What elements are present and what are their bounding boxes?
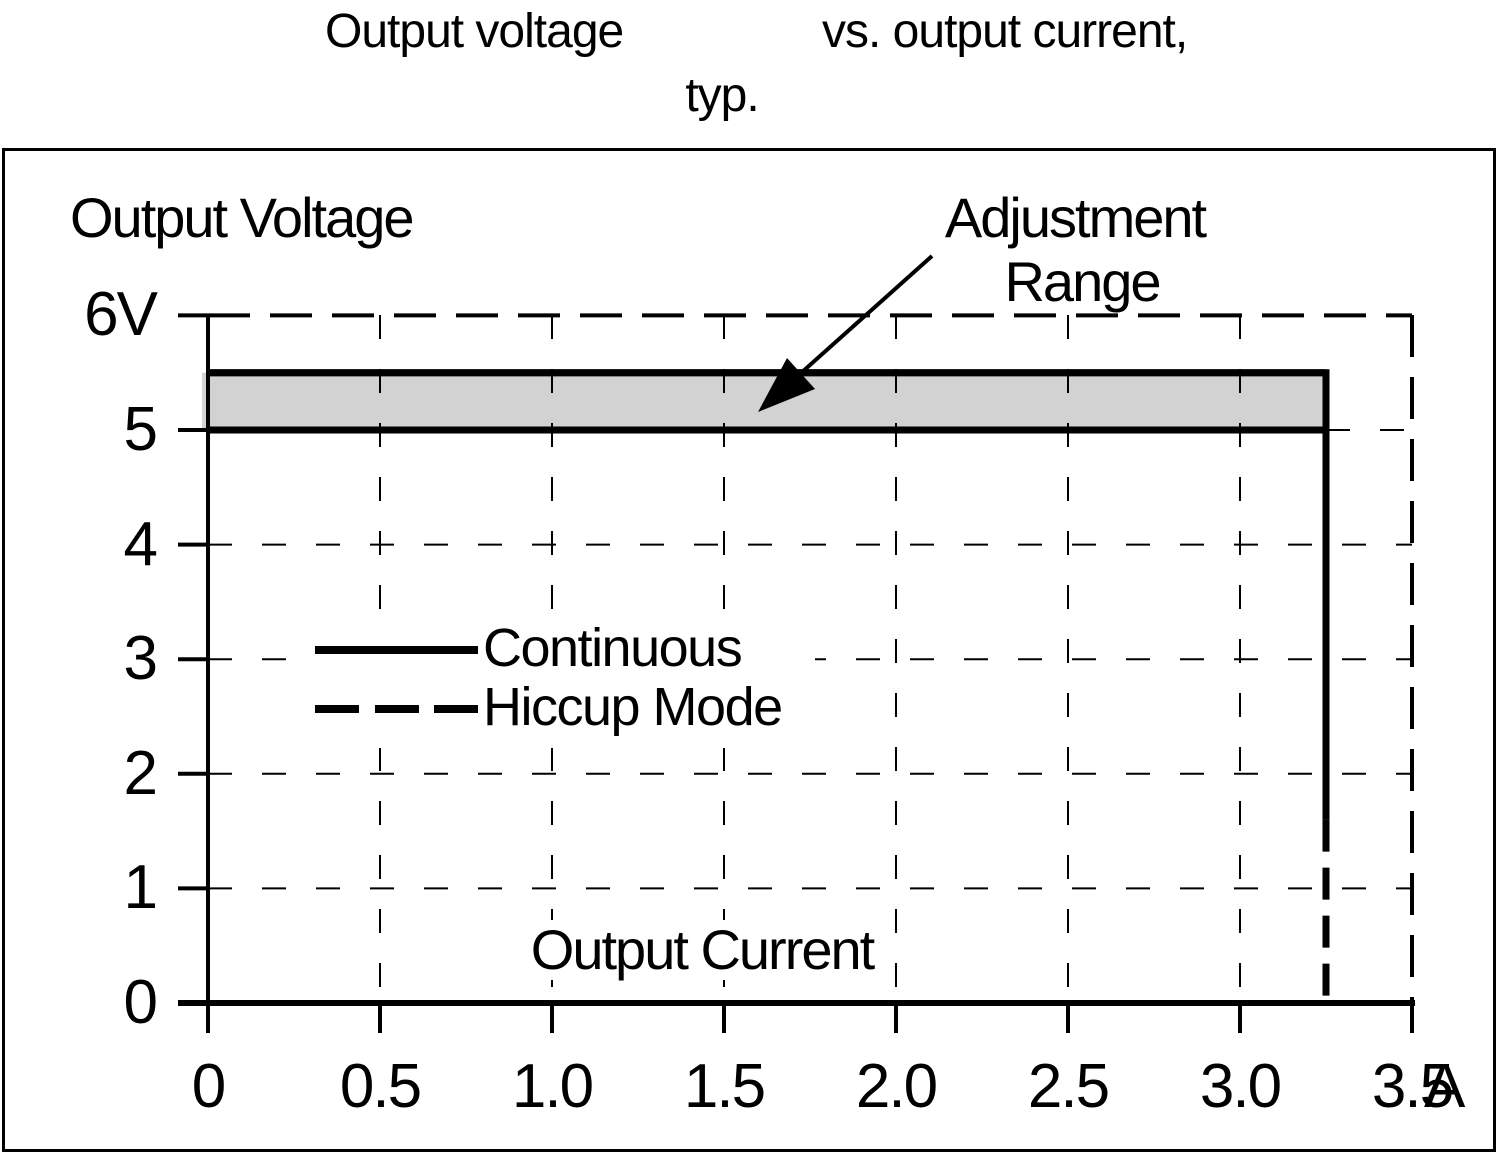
x-tick-label: 2.0 (855, 1052, 938, 1121)
figure-title-line2: typ. (685, 69, 759, 122)
y-tick-label: 5 (123, 395, 158, 464)
figure-border (2, 148, 1496, 1152)
arrow-line (799, 254, 934, 375)
x-tick-label: 2.5 (1027, 1052, 1110, 1121)
figure-title-part1: Output voltage (325, 5, 624, 58)
legend-label-continuous: Continuous (483, 618, 743, 678)
x-tick-label: 0.5 (339, 1052, 422, 1121)
legend: Continuous Hiccup Mode (300, 616, 815, 748)
annotation-arrow (758, 254, 934, 412)
x-axis-title: Output Current (520, 920, 884, 980)
adjustment-range-annotation-line2: Range (1004, 250, 1161, 313)
y-tick-label: 2 (123, 738, 158, 808)
y-axis-title: Output Voltage (70, 186, 415, 249)
y-tick-label: 0 (123, 968, 158, 1037)
x-axis-unit-label: A (1424, 1052, 1466, 1121)
dash-segment (434, 705, 478, 713)
legend-dashed-line-swatch (315, 705, 478, 713)
x-tick-label: 3.0 (1199, 1052, 1282, 1121)
legend-label-hiccup-mode: Hiccup Mode (483, 677, 783, 737)
y-tick-label: 4 (123, 509, 158, 579)
legend-solid-line-swatch (315, 646, 478, 654)
x-tick-label: 0 (191, 1052, 227, 1121)
x-tick-label: 1.0 (511, 1052, 594, 1121)
arrow-head-icon (758, 358, 815, 412)
y-tick-label: 3 (123, 624, 158, 694)
series-solid (208, 369, 1330, 820)
dash-segment (315, 705, 359, 713)
figure-title-part2: vs. output current, (822, 5, 1188, 58)
x-tick-label: 1.5 (683, 1052, 766, 1121)
dash-segment (374, 705, 419, 713)
x-tick-label: 3.5 (1371, 1052, 1454, 1121)
y-tick-label: 1 (123, 853, 158, 923)
adjustment-range-annotation-line1: Adjustment (944, 186, 1207, 249)
y-tick-label: 6V (84, 280, 158, 350)
